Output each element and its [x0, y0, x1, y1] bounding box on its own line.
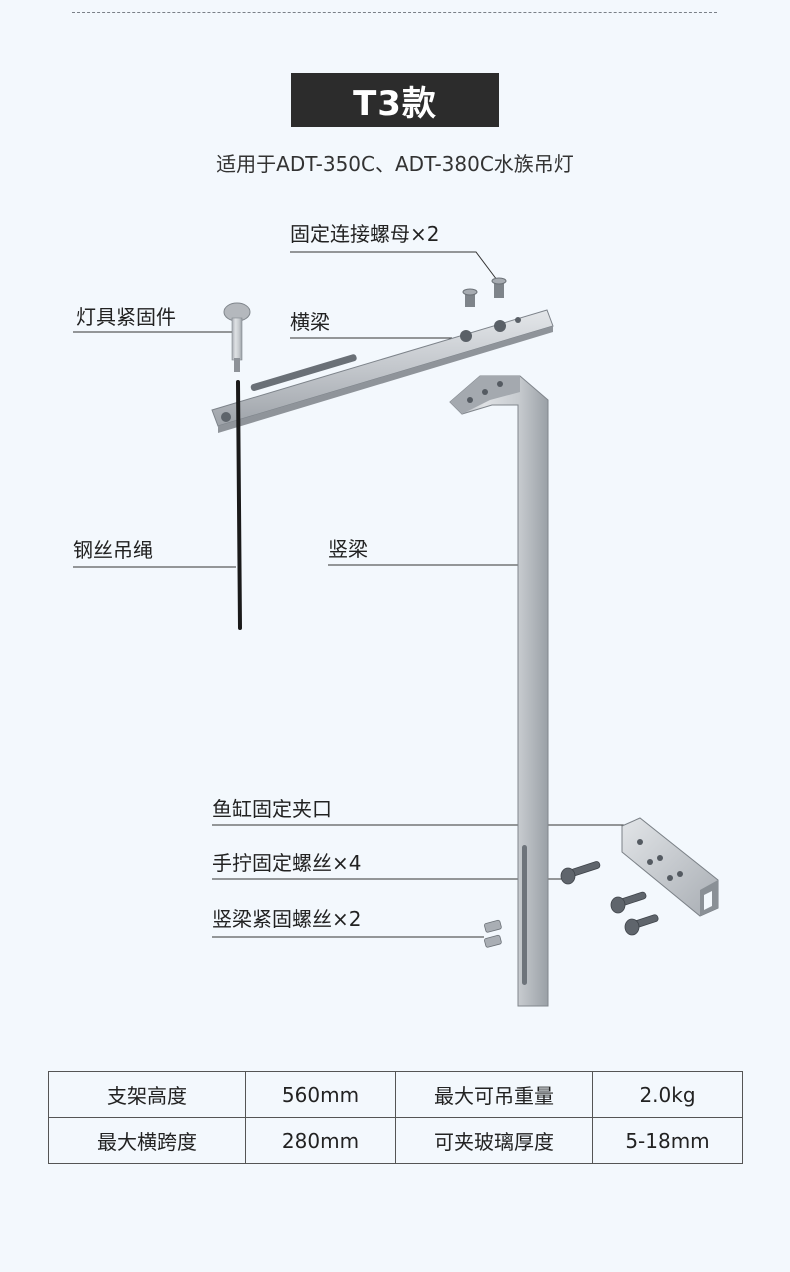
label-lamp-fastener: 灯具紧固件 [76, 305, 176, 329]
label-hand-screw: 手拧固定螺丝×4 [212, 851, 362, 875]
crossbeam-part [211, 309, 554, 433]
table-row: 最大横跨度 280mm 可夹玻璃厚度 5-18mm [48, 1117, 743, 1164]
spec-table: 支架高度 560mm 最大可吊重量 2.0kg 最大横跨度 280mm 可夹玻璃… [48, 1071, 743, 1164]
label-beam-screw: 竖梁紧固螺丝×2 [212, 907, 362, 931]
spec-cell: 5-18mm [592, 1117, 743, 1164]
label-crossbeam: 横梁 [290, 310, 330, 334]
tank-clamp-part [621, 817, 719, 917]
bracket-exploded-diagram [73, 251, 719, 1007]
connecting-nut-parts [462, 277, 507, 307]
lamp-fastener-part [223, 302, 251, 372]
beam-screw-parts [484, 919, 502, 948]
model-title: T3款 [353, 83, 437, 124]
spec-cell: 支架高度 [48, 1071, 246, 1118]
label-upright-beam: 竖梁 [328, 537, 368, 561]
spec-cell: 可夹玻璃厚度 [395, 1117, 593, 1164]
nut-leader-line [290, 251, 498, 281]
label-connecting-nut: 固定连接螺母×2 [290, 222, 440, 246]
spec-cell: 2.0kg [592, 1071, 743, 1118]
steel-wire-rope-part [236, 380, 242, 630]
spec-cell: 280mm [245, 1117, 396, 1164]
upright-beam-part [449, 375, 549, 1007]
label-tank-clamp: 鱼缸固定夹口 [212, 797, 332, 821]
spec-cell: 560mm [245, 1071, 396, 1118]
model-title-box: T3款 [291, 73, 499, 127]
table-row: 支架高度 560mm 最大可吊重量 2.0kg [48, 1071, 743, 1118]
hand-screw-parts [560, 861, 659, 936]
label-steel-wire-rope: 钢丝吊绳 [73, 538, 153, 562]
spec-cell: 最大可吊重量 [395, 1071, 593, 1118]
spec-cell: 最大横跨度 [48, 1117, 246, 1164]
compatibility-subtitle: 适用于ADT-350C、ADT-380C水族吊灯 [216, 152, 574, 176]
top-dashed-divider [72, 12, 717, 13]
